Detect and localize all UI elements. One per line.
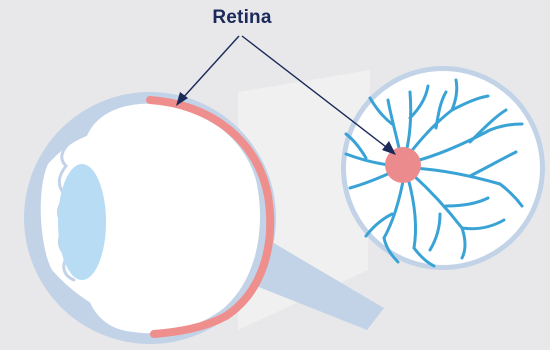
retina-label: Retina <box>0 7 484 29</box>
lens <box>58 164 106 280</box>
retina-closeup-icon <box>341 66 545 270</box>
